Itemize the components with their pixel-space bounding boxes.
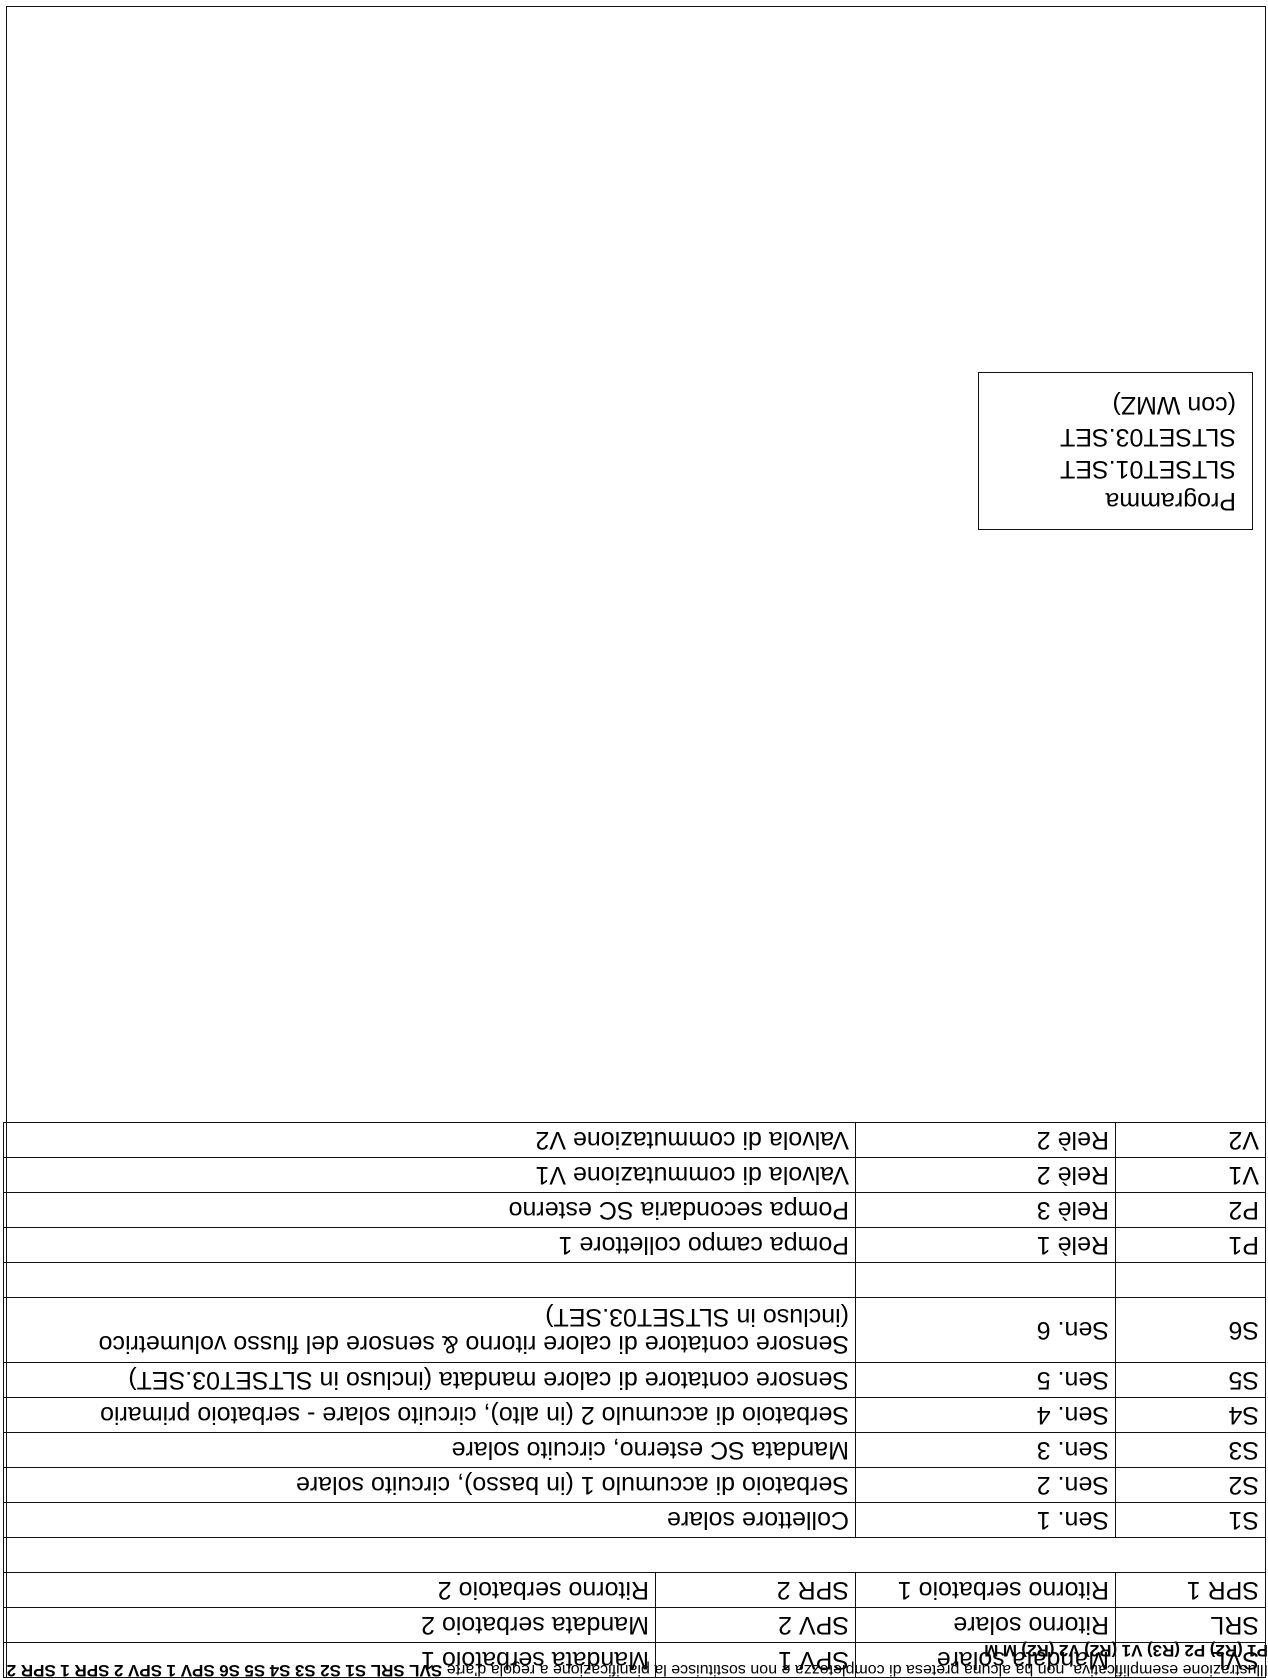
program-title: Programma [1105,487,1236,515]
program-line: SLTSET01.SET [1060,455,1236,483]
program-line: SLTSET03.SET [1060,423,1236,451]
program-line: (con WMZ) [1112,391,1236,419]
program-box: Programma SLTSET01.SET SLTSET03.SET (con… [978,372,1253,530]
